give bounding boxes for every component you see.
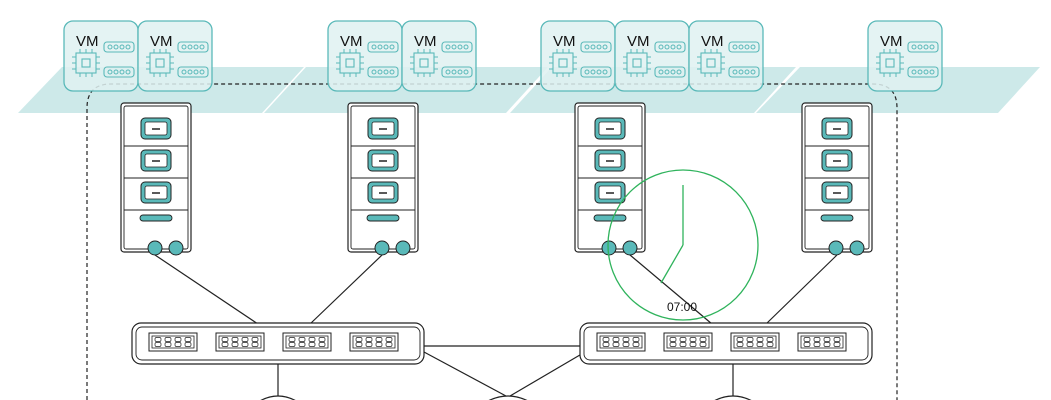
vm-card[interactable]: VM	[688, 20, 764, 92]
switch-port-group-icon	[797, 332, 847, 352]
bottom-devices	[260, 395, 752, 400]
network-switch[interactable]	[579, 322, 873, 365]
drive-bay-icon	[821, 181, 853, 204]
memory-module-icon	[367, 41, 399, 53]
bottom-device-right	[714, 395, 752, 400]
vm-label: VM	[150, 33, 173, 50]
switch-port-group-icon	[596, 332, 646, 352]
clock-face	[607, 169, 759, 321]
cpu-chip-icon	[410, 49, 438, 77]
vm-card[interactable]: VM	[614, 20, 690, 92]
server-rack[interactable]	[347, 102, 419, 256]
server-status-bar	[366, 214, 400, 222]
vm-card[interactable]: VM	[327, 20, 403, 92]
network-links	[154, 254, 838, 397]
drive-bay-icon	[594, 149, 626, 172]
vm-card[interactable]: VM	[540, 20, 616, 92]
bottom-device-left	[260, 395, 296, 400]
memory-module-icon	[367, 66, 399, 78]
memory-module-icon	[728, 66, 760, 78]
server-rack[interactable]	[574, 102, 646, 256]
vm-label: VM	[553, 33, 576, 50]
memory-module-icon	[441, 66, 473, 78]
server-rack[interactable]	[120, 102, 192, 256]
switch-port-group-icon	[282, 332, 332, 352]
link-server-3-switch-2	[629, 254, 713, 325]
memory-module-icon	[103, 66, 135, 78]
memory-module-icon	[103, 41, 135, 53]
network-port-icon	[849, 240, 865, 256]
vm-label: VM	[880, 33, 903, 50]
network-port-icon	[374, 240, 390, 256]
vm-cards: VM VM VM VM VM VM VM VM	[63, 20, 943, 92]
server-status-bar	[139, 214, 173, 222]
network-port-icon	[168, 240, 184, 256]
drive-bay-icon	[821, 149, 853, 172]
vm-label: VM	[701, 33, 724, 50]
cpu-chip-icon	[697, 49, 725, 77]
vm-label: VM	[414, 33, 437, 50]
switch-port-group-icon	[663, 332, 713, 352]
memory-module-icon	[580, 66, 612, 78]
network-port-icon	[622, 240, 638, 256]
server-status-bar	[820, 214, 854, 222]
cluster-boundary	[86, 83, 898, 400]
cpu-chip-icon	[549, 49, 577, 77]
memory-module-icon	[177, 66, 209, 78]
link-server-2-switch-1	[309, 254, 383, 325]
memory-module-icon	[580, 41, 612, 53]
network-port-icon	[828, 240, 844, 256]
vm-label: VM	[340, 33, 363, 50]
link-server-4-switch-2	[765, 254, 838, 325]
vm-card[interactable]: VM	[63, 20, 139, 92]
memory-module-icon	[654, 41, 686, 53]
cpu-chip-icon	[623, 49, 651, 77]
switch-port-group-icon	[730, 332, 780, 352]
memory-module-icon	[728, 41, 760, 53]
memory-module-icon	[177, 41, 209, 53]
drive-bay-icon	[594, 117, 626, 140]
switch-port-group-icon	[148, 332, 198, 352]
vm-card[interactable]: VM	[137, 20, 213, 92]
switch-port-group-icon	[215, 332, 265, 352]
link-switch-2-router	[509, 351, 586, 397]
drive-bay-icon	[140, 149, 172, 172]
network-port-icon	[147, 240, 163, 256]
memory-module-icon	[654, 66, 686, 78]
clock-hour-hand	[660, 244, 684, 284]
cpu-chip-icon	[336, 49, 364, 77]
network-port-icon	[395, 240, 411, 256]
drive-bay-icon	[821, 117, 853, 140]
bottom-device-center	[488, 395, 528, 400]
vm-card[interactable]: VM	[401, 20, 477, 92]
vm-label: VM	[76, 33, 99, 50]
server-rack[interactable]	[801, 102, 873, 256]
network-switch[interactable]	[131, 322, 425, 365]
server-status-bar	[593, 214, 627, 222]
switch-port-group-icon	[349, 332, 399, 352]
vm-label: VM	[627, 33, 650, 50]
memory-module-icon	[441, 41, 473, 53]
link-switch-1-router	[423, 351, 507, 397]
cpu-chip-icon	[146, 49, 174, 77]
cpu-chip-icon	[876, 49, 904, 77]
switches	[131, 322, 873, 365]
clock: 07:00	[607, 169, 759, 321]
memory-module-icon	[907, 66, 939, 78]
drive-bay-icon	[367, 181, 399, 204]
drive-bay-icon	[367, 149, 399, 172]
servers	[120, 102, 873, 256]
memory-module-icon	[907, 41, 939, 53]
drive-bay-icon	[594, 181, 626, 204]
clock-time-label: 07:00	[667, 300, 697, 314]
link-server-1-switch-1	[154, 254, 259, 325]
drive-bay-icon	[367, 117, 399, 140]
cpu-chip-icon	[72, 49, 100, 77]
vm-card[interactable]: VM	[867, 20, 943, 92]
drive-bay-icon	[140, 181, 172, 204]
drive-bay-icon	[140, 117, 172, 140]
